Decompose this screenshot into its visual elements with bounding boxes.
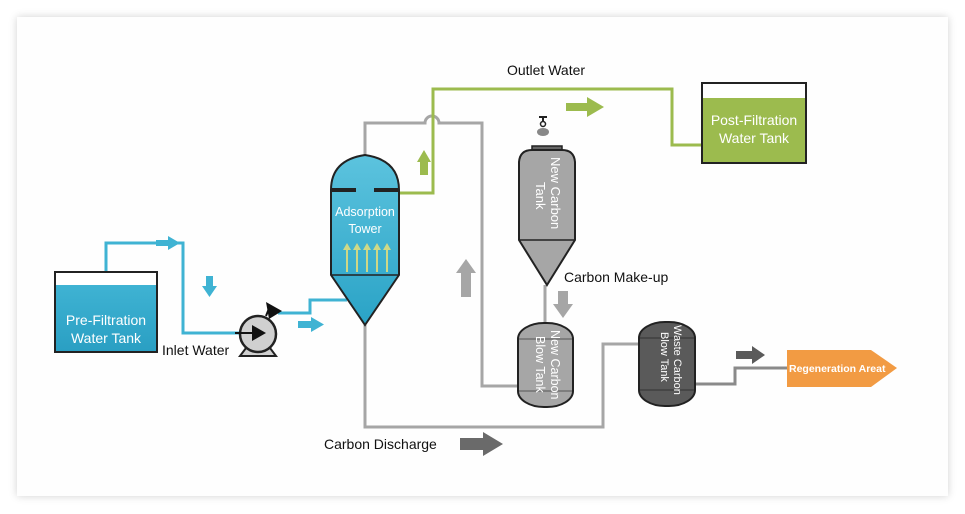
flow-arrow-right-icon: [566, 97, 604, 117]
adsorption-tower-label-line1: Adsorption: [335, 205, 395, 219]
flow-arrow-right-icon: [736, 346, 765, 364]
outlet-water-label: Outlet Water: [507, 62, 585, 78]
pre-filtration-label-line1: Pre-Filtration: [66, 312, 146, 328]
new-carbon-blow-tank-label-line1: New Carbon: [548, 330, 562, 400]
pre-filtration-tank: Pre-Filtration Water Tank: [54, 271, 158, 353]
pump-outlet-pipe: [278, 298, 347, 315]
flow-arrow-down-icon: [553, 291, 573, 318]
flow-arrow-right-icon: [298, 317, 324, 332]
carbon-discharge-label: Carbon Discharge: [324, 436, 437, 452]
new-carbon-blow-tank-label-line2: Blow Tank: [533, 336, 547, 393]
post-filtration-tank: Post-Filtration Water Tank: [701, 82, 807, 164]
flow-arrow-down-icon: [202, 276, 217, 297]
carbon-makeup-label: Carbon Make-up: [564, 269, 668, 285]
new-carbon-blow-tank: New Carbon Blow Tank: [517, 322, 574, 408]
pre-filtration-label-line2: Water Tank: [71, 330, 142, 346]
waste-carbon-blow-tank: Waste Carbon Blow Tank: [638, 321, 696, 407]
new-carbon-tank: New Carbon Tank: [518, 116, 576, 287]
new-carbon-tank-label-line1: New Carbon: [548, 157, 563, 229]
adsorption-tower-label-line2: Tower: [348, 222, 381, 236]
flow-arrow-up-icon: [456, 259, 476, 297]
new-carbon-tank-label-line2: Tank: [533, 182, 548, 210]
valve-icon: [537, 116, 549, 136]
regeneration-area: Regeneration Areat: [787, 350, 897, 387]
adsorption-tower: Adsorption Tower: [330, 153, 400, 327]
inlet-water-label: Inlet Water: [162, 342, 230, 358]
pump-icon: [235, 302, 282, 357]
post-filtration-label-line2: Water Tank: [719, 130, 790, 146]
outlet-pipe: [395, 87, 705, 195]
regeneration-area-label: Regeneration Areat: [789, 363, 886, 375]
inlet-pipe: [104, 241, 248, 335]
flow-arrow-right-icon: [460, 432, 503, 456]
upflow-arrows-icon: [343, 243, 391, 272]
post-filtration-label-line1: Post-Filtration: [711, 112, 797, 128]
waste-carbon-blow-tank-label-line2: Blow Tank: [658, 332, 670, 382]
flow-arrow-up-icon: [417, 150, 431, 175]
flow-arrow-right-icon: [156, 236, 180, 250]
waste-carbon-blow-tank-label-line1: Waste Carbon: [671, 325, 683, 395]
carbon-discharge-pipe: [363, 325, 640, 429]
regeneration-pipe: [695, 366, 790, 386]
